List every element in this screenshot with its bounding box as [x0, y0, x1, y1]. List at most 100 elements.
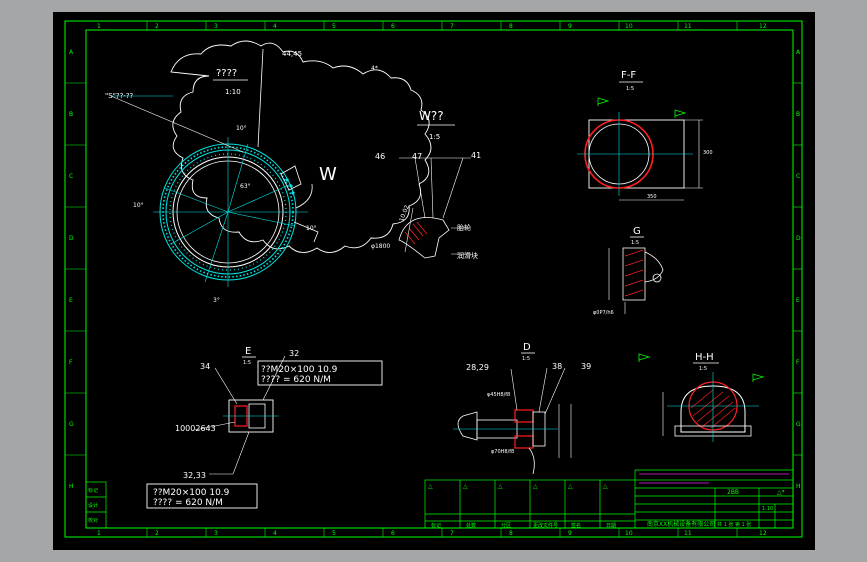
row-letter: G	[796, 421, 801, 428]
view-d	[453, 367, 572, 475]
view-e-part-no: 10002643	[175, 424, 216, 433]
col-number: 9	[568, 23, 572, 30]
view-e-ref-right: 32	[289, 349, 299, 358]
view-d-note-a: φ45H8/f8	[487, 392, 510, 398]
title-block-rev-mark: △	[603, 483, 608, 490]
inner-border	[85, 29, 794, 529]
row-letter: G	[69, 421, 74, 428]
section-hh-title: H-H	[695, 352, 714, 363]
view-e-ref-left: 34	[200, 362, 210, 371]
torque-2: ???? = 620 N/M	[153, 498, 223, 508]
row-letter: B	[69, 111, 73, 118]
title-block-row-label: 更改文件号	[533, 522, 558, 529]
zone-ticks	[65, 21, 802, 537]
detail-w-ref: 41	[471, 151, 481, 160]
main-ring-view	[110, 48, 319, 287]
title-block-row-label: 标记	[431, 522, 441, 529]
title-block-left-mark: 标记	[88, 487, 98, 494]
col-number: 1	[97, 530, 101, 537]
section-ff-view	[577, 97, 703, 201]
col-number: 7	[450, 530, 454, 537]
view-e-ref-bottom: 32,33	[183, 471, 206, 480]
col-number: 7	[450, 23, 454, 30]
col-number: 3	[214, 23, 218, 30]
view-g	[608, 247, 664, 314]
col-number: 6	[391, 23, 395, 30]
row-letter: F	[69, 359, 73, 366]
title-block-magenta-lines	[639, 473, 789, 484]
title-block-sheet-info: 共 1 张 第 1 张	[717, 521, 751, 528]
angle-label: 10°	[133, 202, 144, 209]
section-ff-scale: 1:5	[626, 86, 634, 92]
row-letter: E	[69, 297, 73, 304]
row-letter: C	[796, 173, 800, 180]
view-d-ref-c: 39	[581, 362, 591, 371]
title-block-company: 南京XX机械设备有限公司	[647, 520, 715, 528]
view-e-scale: 1:5	[243, 360, 251, 366]
col-number: 6	[391, 530, 395, 537]
row-letter: F	[796, 359, 800, 366]
title-block-note: △*	[777, 489, 785, 496]
col-number: 2	[155, 23, 159, 30]
view-d-ref-a: 28,29	[466, 363, 489, 372]
col-number: 11	[684, 23, 692, 30]
main-view-leader-label: "S"??-??	[105, 92, 134, 100]
title-block-row-label: 处数	[466, 522, 476, 529]
row-letter: A	[796, 49, 801, 56]
view-e	[194, 355, 286, 475]
col-number: 4	[273, 530, 277, 537]
outer-frame	[64, 20, 803, 538]
view-g-scale: 1:5	[631, 240, 639, 246]
row-letter: H	[69, 483, 74, 490]
col-number: 5	[332, 23, 336, 30]
col-number: 12	[759, 23, 767, 30]
torque-1: ???? = 620 N/M	[261, 375, 331, 385]
title-block	[85, 469, 794, 529]
row-letter: H	[796, 483, 801, 490]
col-number: 4	[273, 23, 277, 30]
angle-label: 63°	[240, 183, 251, 190]
title-block-row-label: 签名	[571, 522, 581, 529]
detail-w-label2: 润滑块	[457, 251, 478, 260]
title-block-rev-mark: △	[463, 483, 468, 490]
col-number: 10	[625, 23, 633, 30]
section-hh-view	[638, 353, 765, 442]
row-letter: D	[69, 235, 74, 242]
view-d-note-b: φ70H8/f8	[491, 449, 514, 455]
col-number: 11	[684, 530, 692, 537]
title-block-row-label: 分区	[501, 522, 511, 529]
col-number: 8	[509, 530, 513, 537]
angle-label: 10°	[236, 125, 247, 132]
bolt-spec-2: ??M20×100 10.9	[153, 488, 230, 498]
detail-w-scale: 1:5	[429, 133, 440, 141]
revision-cloud	[170, 40, 432, 253]
main-view-mark-top: 44,45	[282, 50, 302, 58]
title-block-rev-mark: △	[533, 483, 538, 490]
col-number: 5	[332, 530, 336, 537]
angle-label: 3°	[213, 297, 220, 304]
col-number: 8	[509, 23, 513, 30]
detail-w-ref: 47	[412, 152, 422, 161]
cad-drawing: 1 2 3 4 5 6 7 8 9 10 11 12 1 2 3 4 5 6 7…	[64, 20, 803, 538]
main-view-note-top: 4*	[371, 65, 378, 72]
col-number: 1	[97, 23, 101, 30]
bolt-spec-box-2	[146, 483, 258, 509]
col-number: 3	[214, 530, 218, 537]
zone-labels: 1 2 3 4 5 6 7 8 9 10 11 12 1 2 3 4 5 6 7…	[69, 23, 801, 537]
col-number: 10	[625, 530, 633, 537]
title-block-rev-mark: △	[428, 483, 433, 490]
row-letter: B	[796, 111, 800, 118]
drawing-sheet: 1 2 3 4 5 6 7 8 9 10 11 12 1 2 3 4 5 6 7…	[53, 12, 815, 550]
bolt-spec-1: ??M20×100 10.9	[261, 365, 338, 375]
col-number: 12	[759, 530, 767, 537]
title-block-rev-mark: △	[498, 483, 503, 490]
col-number: 9	[568, 530, 572, 537]
title-block-row-label: 日期	[606, 523, 616, 529]
detail-w-view	[398, 157, 471, 259]
view-d-title: D	[523, 342, 531, 353]
view-e-title: E	[245, 346, 251, 357]
detail-w-ref: 46	[375, 152, 385, 161]
main-view-scale: 1:10	[225, 88, 241, 96]
detail-w-dim1: φ1800	[371, 243, 390, 250]
title-block-left-mark: 设计	[88, 502, 98, 509]
